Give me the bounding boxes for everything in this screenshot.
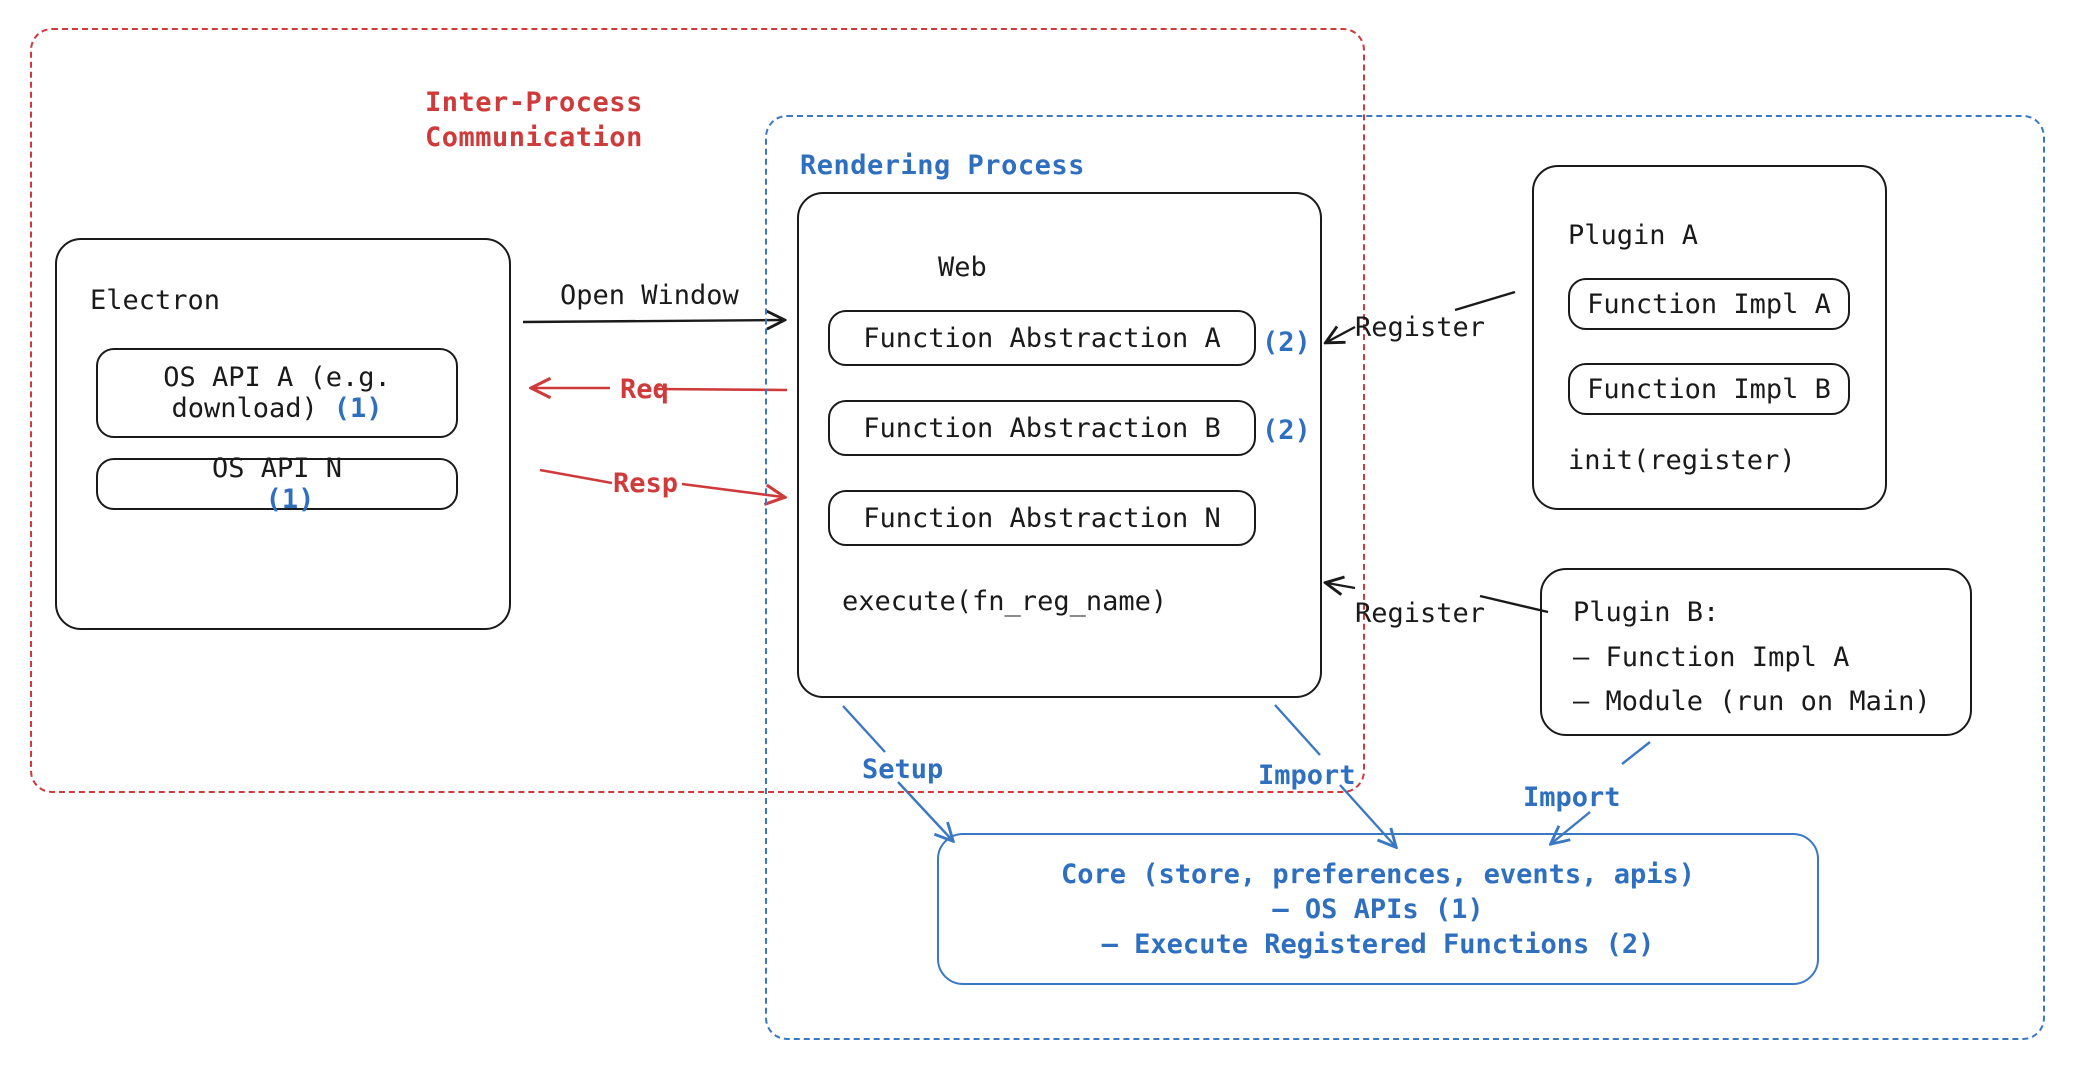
plugin-a-function-impl-b-label: Function Impl B bbox=[1587, 373, 1831, 405]
function-abstraction-n-box[interactable]: Function Abstraction N bbox=[828, 490, 1256, 546]
os-api-n-box[interactable]: OS API N (1) bbox=[96, 453, 458, 515]
region-ipc-label: Inter-Process Communication bbox=[425, 87, 643, 154]
electron-title: Electron bbox=[90, 285, 221, 316]
arrow-register-plugin-b-label: Register bbox=[1355, 598, 1486, 629]
function-abstraction-b-box[interactable]: Function Abstraction B bbox=[828, 400, 1256, 456]
function-abstraction-a-label: Function Abstraction A bbox=[863, 322, 1221, 354]
core-line-title: Core (store, preferences, events, apis) bbox=[1061, 858, 1695, 890]
arrow-req-label: Req bbox=[620, 374, 669, 405]
os-api-n-marker: (1) bbox=[265, 484, 315, 515]
electron-box bbox=[55, 238, 511, 630]
function-abstraction-a-marker: (2) bbox=[1262, 327, 1311, 358]
plugin-a-box bbox=[1532, 165, 1887, 510]
function-abstraction-a-box[interactable]: Function Abstraction A bbox=[828, 310, 1256, 366]
region-inter-process-communication bbox=[30, 28, 1365, 793]
arrow-setup-label: Setup bbox=[862, 754, 944, 785]
plugin-a-init-label: init(register) bbox=[1568, 445, 1796, 476]
region-rendering-process bbox=[765, 115, 2045, 1040]
region-rendering-process-label: Rendering Process bbox=[800, 150, 1085, 181]
os-api-n-label: OS API N bbox=[211, 453, 343, 484]
arrow-register-plugin-a-label: Register bbox=[1355, 312, 1486, 343]
os-api-a-box[interactable]: OS API A (e.g. download)(1) bbox=[96, 348, 458, 438]
arrow-resp-label: Resp bbox=[613, 468, 679, 499]
plugin-a-function-impl-a-label: Function Impl A bbox=[1587, 288, 1831, 320]
core-box[interactable]: Core (store, preferences, events, apis) … bbox=[937, 833, 1819, 985]
function-abstraction-b-label: Function Abstraction B bbox=[863, 412, 1221, 444]
plugin-b-item-module: – Module (run on Main) bbox=[1573, 686, 1931, 717]
plugin-a-title: Plugin A bbox=[1568, 220, 1699, 251]
plugin-a-function-impl-a-box[interactable]: Function Impl A bbox=[1568, 278, 1850, 330]
web-box bbox=[797, 192, 1322, 698]
os-api-a-marker: (1) bbox=[333, 393, 383, 424]
arrow-import-web-label: Import bbox=[1258, 760, 1356, 791]
core-line-execute: – Execute Registered Functions (2) bbox=[1101, 928, 1655, 960]
core-line-os-apis: – OS APIs (1) bbox=[1272, 893, 1484, 925]
arrow-import-plugin-label: Import bbox=[1523, 782, 1621, 813]
web-title: Web bbox=[938, 252, 987, 283]
os-api-a-label: OS API A (e.g. download) bbox=[163, 362, 391, 424]
function-abstraction-b-marker: (2) bbox=[1262, 415, 1311, 446]
plugin-b-item-function-impl-a: – Function Impl A bbox=[1573, 642, 1850, 673]
arrow-open-window-label: Open Window bbox=[560, 280, 739, 311]
plugin-a-function-impl-b-box[interactable]: Function Impl B bbox=[1568, 363, 1850, 415]
plugin-b-title: Plugin B: bbox=[1573, 597, 1720, 628]
plugin-b-box bbox=[1540, 568, 1972, 736]
web-execute-label: execute(fn_reg_name) bbox=[842, 586, 1168, 617]
function-abstraction-n-label: Function Abstraction N bbox=[863, 502, 1221, 534]
